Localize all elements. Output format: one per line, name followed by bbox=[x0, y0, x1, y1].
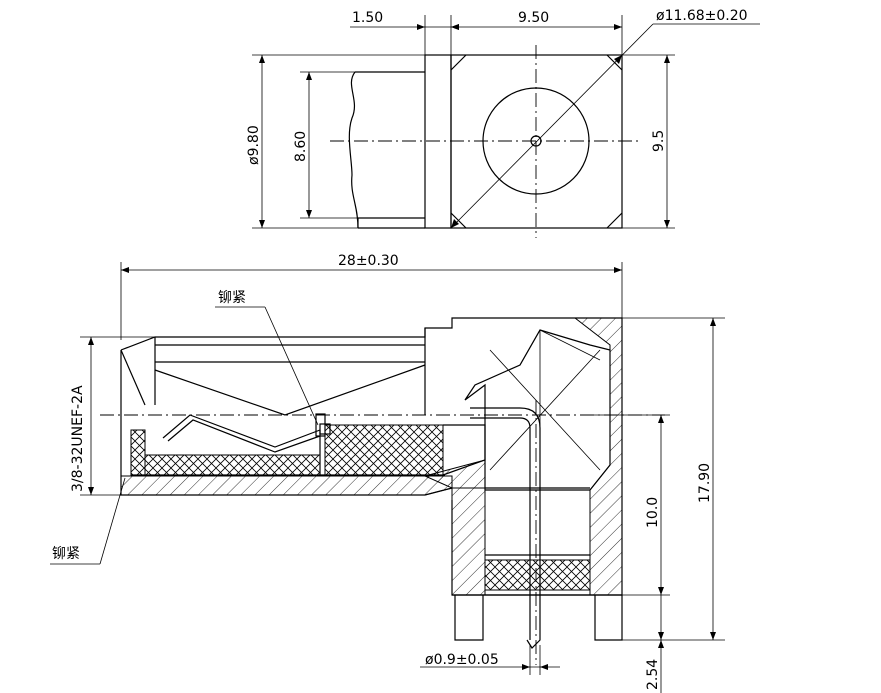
dim-1-50: 1.50 bbox=[352, 10, 383, 26]
dim-9-50: 9.50 bbox=[518, 10, 549, 26]
dim-thread: 3/8-32UNEF-2A bbox=[70, 385, 86, 492]
dim-diagonal: ø11.68±0.20 bbox=[656, 8, 748, 24]
dim-8-60: 8.60 bbox=[293, 131, 309, 162]
dim-28: 28±0.30 bbox=[338, 253, 399, 269]
dim-17-90: 17.90 bbox=[697, 463, 713, 503]
section-view: 28±0.30 3/8-32UNEF-2A bbox=[50, 253, 725, 693]
top-view: 1.50 9.50 ø11.68±0.20 ø9.80 bbox=[246, 8, 760, 238]
label-crimp-bottom: 铆紧 bbox=[52, 546, 80, 562]
label-crimp-top: 铆紧 bbox=[218, 290, 246, 306]
dim-pin-dia: ø0.9±0.05 bbox=[425, 652, 499, 668]
dim-10-0: 10.0 bbox=[645, 497, 661, 528]
dim-2-54: 2.54 bbox=[645, 659, 661, 690]
dim-9-5: 9.5 bbox=[651, 130, 667, 152]
dim-9-80: ø9.80 bbox=[246, 125, 262, 165]
